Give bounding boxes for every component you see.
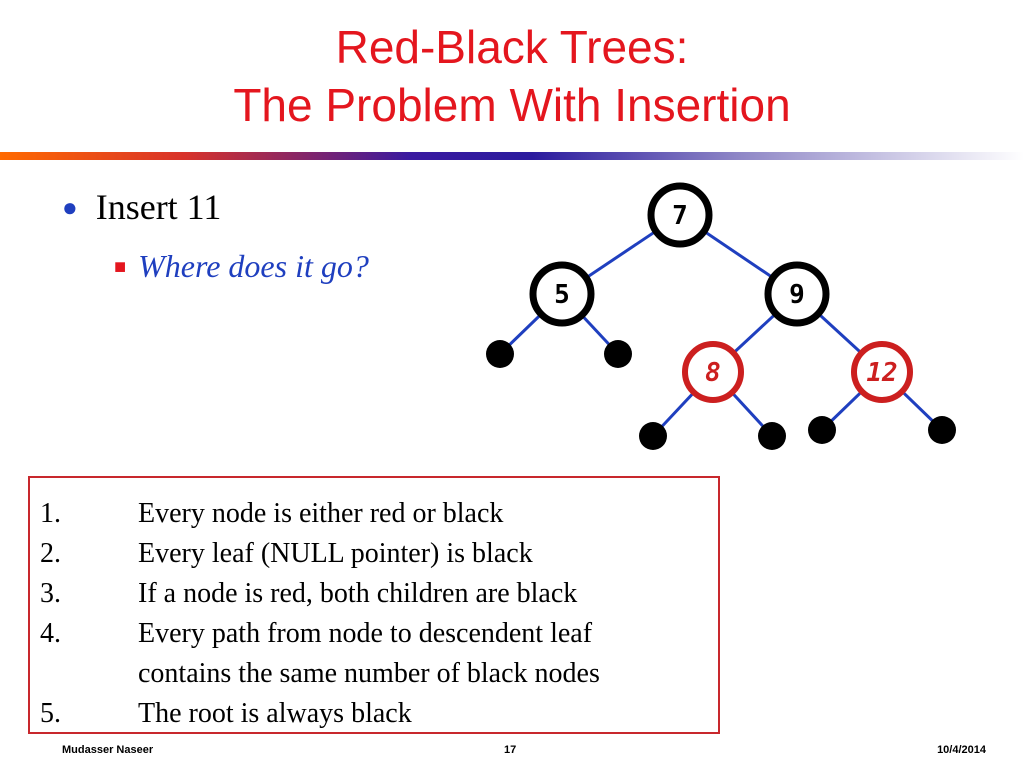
node-label: 9 [789, 280, 805, 310]
tree-node-7: 7 [647, 182, 713, 248]
null-leaf [928, 416, 956, 444]
rule-text: Every node is either red or black [138, 498, 504, 529]
title-divider [0, 152, 1024, 160]
rule-item: 4. Every path from node to descendent le… [40, 614, 718, 654]
null-leaf [604, 340, 632, 368]
rule-item: 2. Every leaf (NULL pointer) is black [40, 534, 718, 574]
title-line-1: Red-Black Trees: [335, 21, 689, 73]
tree-nodes: 7 5 9 8 12 [529, 182, 913, 403]
null-leaf [486, 340, 514, 368]
slide-title: Red-Black Trees: The Problem With Insert… [0, 18, 1024, 134]
rule-text: Every path from node to descendent leaf [138, 618, 593, 649]
rule-number: 5. [40, 698, 61, 729]
tree-node-9: 9 [764, 261, 830, 327]
node-label: 7 [672, 201, 688, 231]
footer-author: Mudasser Naseer [62, 744, 154, 756]
rule-number: 1. [40, 498, 61, 529]
null-leaf [808, 416, 836, 444]
rule-item: 5. The root is always black [40, 694, 718, 734]
node-label: 8 [705, 358, 721, 388]
rule-number: 3. [40, 578, 61, 609]
red-black-rules-box: 1. Every node is either red or black 2. … [28, 476, 720, 734]
bullet-insert: ● Insert 11 [62, 186, 221, 228]
bullet-dot-icon: ● [62, 193, 78, 222]
sub-bullet-text: Where does it go? [138, 248, 369, 284]
null-leaf [639, 422, 667, 450]
red-black-tree-diagram: 7 5 9 8 12 [486, 182, 956, 450]
footer-date: 10/4/2014 [937, 744, 986, 756]
null-leaves [486, 340, 956, 450]
node-label: 5 [554, 280, 570, 310]
sub-bullet-question: ■ Where does it go? [114, 248, 369, 285]
rule-item: 3. If a node is red, both children are b… [40, 574, 718, 614]
rule-number [40, 654, 138, 694]
tree-node-5: 5 [529, 261, 595, 327]
square-bullet-icon: ■ [114, 256, 127, 278]
rule-text: contains the same number of black nodes [138, 658, 600, 689]
footer-page-number: 17 [504, 744, 517, 756]
bullet-insert-text: Insert 11 [95, 187, 222, 227]
rule-text: The root is always black [138, 698, 412, 729]
rule-number: 2. [40, 538, 61, 569]
title-line-2: The Problem With Insertion [233, 79, 791, 131]
rule-text: If a node is red, both children are blac… [138, 578, 578, 609]
rule-text: Every leaf (NULL pointer) is black [138, 538, 533, 569]
tree-node-12: 12 [851, 341, 913, 403]
node-label: 12 [866, 358, 897, 388]
tree-node-8: 8 [682, 341, 744, 403]
rule-number: 4. [40, 618, 61, 649]
rule-item: 1. Every node is either red or black [40, 494, 718, 534]
null-leaf [758, 422, 786, 450]
rule-item-continuation: contains the same number of black nodes [40, 654, 718, 694]
